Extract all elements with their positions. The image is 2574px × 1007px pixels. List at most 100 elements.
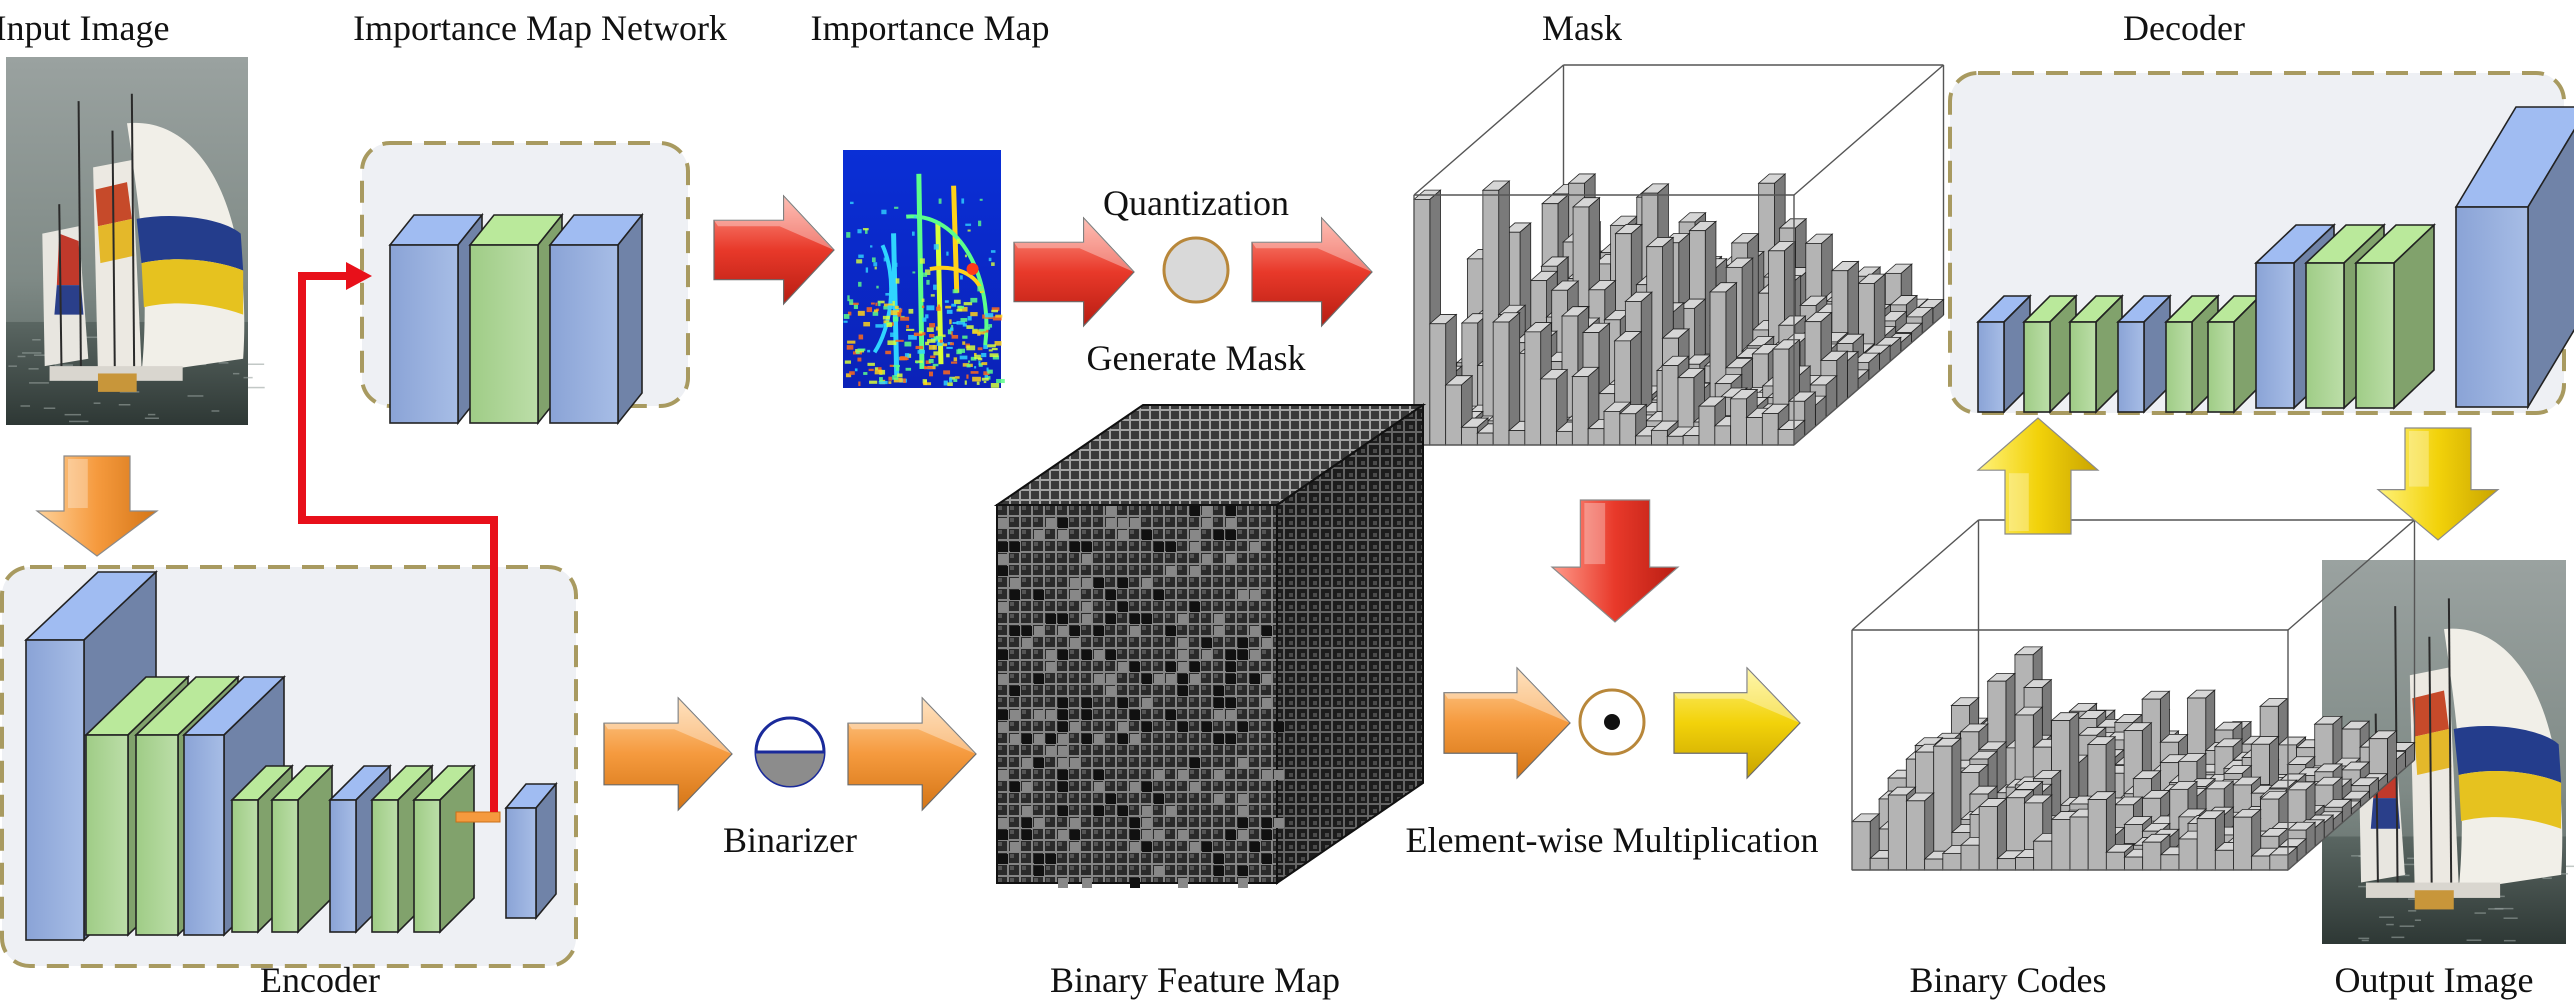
heatmap-speck — [900, 316, 910, 321]
cube-bit — [1190, 758, 1200, 768]
heatmap-speck — [888, 376, 892, 381]
photo-wave — [2358, 885, 2370, 888]
cube-bit — [1034, 854, 1044, 864]
heatmap-speck — [943, 380, 948, 386]
cube-bit — [1214, 686, 1224, 696]
arrow-feature-map-to-multiplication — [1443, 666, 1571, 780]
arrow-map-to-quantization — [1013, 216, 1135, 328]
arrow-body — [1976, 417, 2100, 535]
photo-sail-stripe — [56, 233, 82, 286]
heatmap-speck — [911, 231, 915, 236]
arrow-quantization-to-mask — [1251, 216, 1373, 328]
block-front — [389, 244, 459, 424]
cube-bit — [1118, 806, 1128, 816]
heatmap-speck — [949, 319, 952, 325]
pillar-front — [2142, 841, 2162, 871]
heatmap-speck — [987, 326, 991, 330]
importance-map-network-label: Importance Map Network — [353, 8, 727, 48]
heatmap-speck — [991, 347, 998, 351]
heatmap-speck — [968, 360, 971, 363]
cube-bit — [1022, 806, 1032, 816]
heatmap-speck — [846, 345, 854, 350]
pillar-front — [1851, 821, 1871, 871]
cube-bit — [1130, 662, 1140, 672]
photo-wave — [2399, 925, 2415, 927]
heatmap-speck — [885, 292, 890, 296]
mask-3d-plot — [1412, 64, 1945, 446]
cube-bit — [1166, 806, 1176, 816]
cube-bit — [1082, 878, 1092, 888]
binary-feature-map-label: Binary Feature Map — [1050, 960, 1340, 1000]
heatmap-speck — [933, 351, 941, 356]
cube-bit — [1130, 734, 1140, 744]
photo-wave — [2379, 916, 2394, 918]
heatmap-speck — [865, 228, 868, 234]
photo-wave — [43, 407, 56, 409]
heatmap-speck — [984, 374, 989, 380]
photo-wave — [247, 386, 265, 389]
block-front — [505, 807, 537, 919]
arrow-body — [713, 194, 835, 306]
heatmap-speck — [892, 300, 895, 306]
arrow-body — [847, 696, 977, 812]
heatmap-speck — [850, 302, 859, 305]
generate-mask-label: Generate Mask — [1087, 338, 1306, 378]
heatmap-speck — [854, 368, 858, 372]
cube-bit — [1082, 614, 1092, 624]
cube-bit — [1250, 590, 1260, 600]
arrow-binary-codes-to-decoder — [1976, 417, 2100, 535]
cube-bit — [1082, 698, 1092, 708]
heatmap-speck — [936, 342, 944, 346]
heatmap-speck — [979, 330, 985, 335]
cube-bit — [1214, 626, 1224, 636]
cube-bit — [1178, 770, 1188, 780]
dec-block-1 — [1976, 294, 2032, 414]
importance-map-image — [843, 150, 1005, 388]
arrow-body — [2376, 427, 2500, 541]
cube-bit — [1106, 650, 1116, 660]
cube-bit — [1058, 830, 1068, 840]
cube-bit — [1166, 674, 1176, 684]
heatmap-speck — [912, 271, 916, 274]
pillar-front — [1714, 425, 1732, 446]
skip-connection-head — [346, 262, 372, 290]
photo-wave — [64, 413, 82, 416]
cube-bit — [1034, 710, 1044, 720]
cube-bit — [1250, 674, 1260, 684]
skip-connection-line — [298, 272, 498, 812]
heatmap-speck — [947, 382, 953, 386]
cube-bit — [1262, 818, 1272, 828]
photo-mast — [2447, 598, 2453, 898]
pillar-front — [2105, 851, 2125, 871]
cube-bit — [1022, 734, 1032, 744]
heatmap-speck — [890, 310, 900, 316]
heatmap-speck — [959, 355, 968, 360]
cube-bit — [1094, 782, 1104, 792]
dec-block-10 — [2454, 106, 2574, 410]
heatmap-speck — [951, 303, 957, 307]
box-edge — [2287, 519, 2415, 631]
cube-bit — [1106, 506, 1116, 516]
pillar-front — [1635, 435, 1652, 446]
heatmap-speck — [921, 298, 925, 302]
cube-bit — [1154, 542, 1164, 552]
cube-bit — [1058, 770, 1068, 780]
pillar-front — [1942, 852, 1962, 871]
heatmap-speck — [895, 366, 900, 371]
heatmap-speck — [970, 312, 978, 317]
heatmap-speck — [857, 310, 865, 316]
photo-wave — [147, 413, 156, 416]
heatmap-speck — [930, 294, 935, 297]
cube-bit — [1118, 518, 1128, 528]
photo-wave — [2408, 910, 2417, 912]
heatmap-speck — [846, 232, 851, 238]
heatmap-speck — [882, 315, 890, 320]
cube-bit — [1070, 626, 1080, 636]
heatmap-speck — [925, 314, 929, 319]
pillars — [1850, 646, 2416, 871]
heatmap-speck — [966, 364, 971, 368]
heatmap-speck — [949, 376, 956, 380]
heatmap-speck — [887, 340, 897, 346]
cube-bit — [1106, 614, 1116, 624]
